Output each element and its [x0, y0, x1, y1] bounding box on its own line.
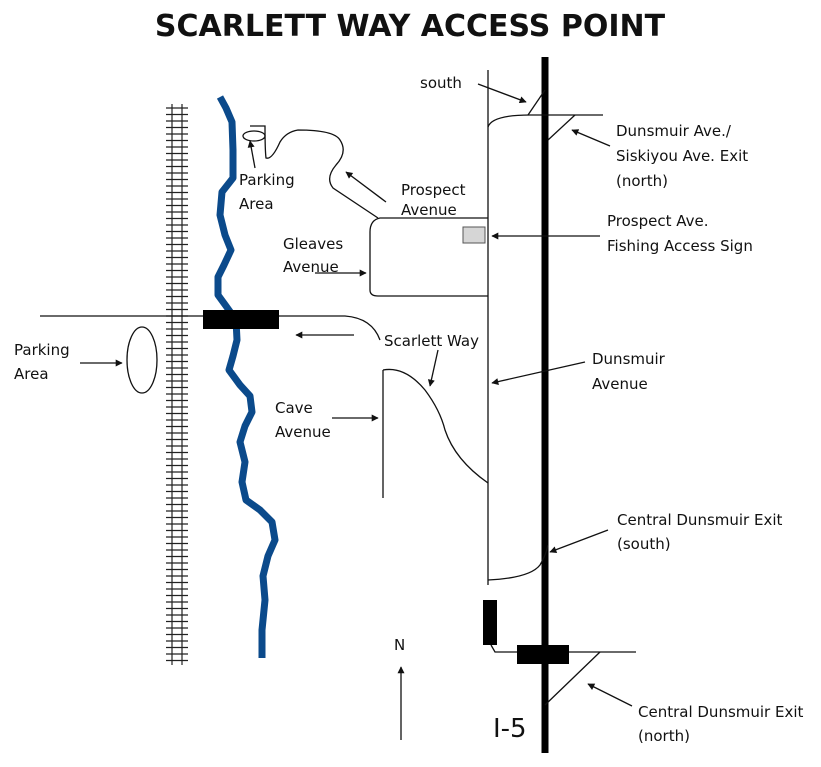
label-cave-avenue: Cave [275, 399, 313, 417]
pointer-arrows [80, 83, 633, 740]
label-dunsmuir-avenue: Dunsmuir [592, 350, 666, 368]
label-dunsmuir-avenue: Avenue [592, 375, 648, 393]
label-central-exit-north: (north) [638, 727, 690, 745]
label-central-exit-south: Central Dunsmuir Exit [617, 511, 783, 529]
label-dunsmuir-exit-north: Siskiyou Ave. Exit [616, 147, 748, 165]
river [214, 95, 279, 658]
bridge [517, 645, 569, 664]
label-prospect-avenue: Prospect [401, 181, 466, 199]
label-fishing-sign: Fishing Access Sign [607, 237, 753, 255]
label-south: south [420, 74, 462, 92]
label-prospect-avenue: Avenue [401, 201, 457, 219]
label-parking-area-left: Parking [14, 341, 70, 359]
label-cave-avenue: Avenue [275, 423, 331, 441]
page-title: SCARLETT WAY ACCESS POINT [155, 9, 666, 44]
label-central-exit-north: Central Dunsmuir Exit [638, 703, 804, 721]
roads [40, 57, 636, 753]
label-scarlett-way: Scarlett Way [384, 332, 479, 350]
label-dunsmuir-exit-north: Dunsmuir Ave./ [616, 122, 732, 140]
label-parking-area-left: Area [14, 365, 49, 383]
bridge [483, 600, 497, 645]
map-labels: south Dunsmuir Ave./ Siskiyou Ave. Exit … [14, 74, 804, 745]
label-central-exit-south: (south) [617, 535, 671, 553]
label-i5: I-5 [493, 714, 527, 744]
label-parking-area-top: Parking [239, 171, 295, 189]
fishing-access-sign [462, 226, 486, 244]
bridge [203, 310, 279, 329]
label-gleaves-avenue: Avenue [283, 258, 339, 276]
railroad-track [166, 104, 188, 665]
label-fishing-sign: Prospect Ave. [607, 212, 709, 230]
parking-area-ellipse [126, 326, 158, 394]
label-dunsmuir-exit-north: (north) [616, 172, 668, 190]
north-indicator: N [394, 636, 405, 654]
label-gleaves-avenue: Gleaves [283, 235, 343, 253]
label-parking-area-top: Area [239, 195, 274, 213]
